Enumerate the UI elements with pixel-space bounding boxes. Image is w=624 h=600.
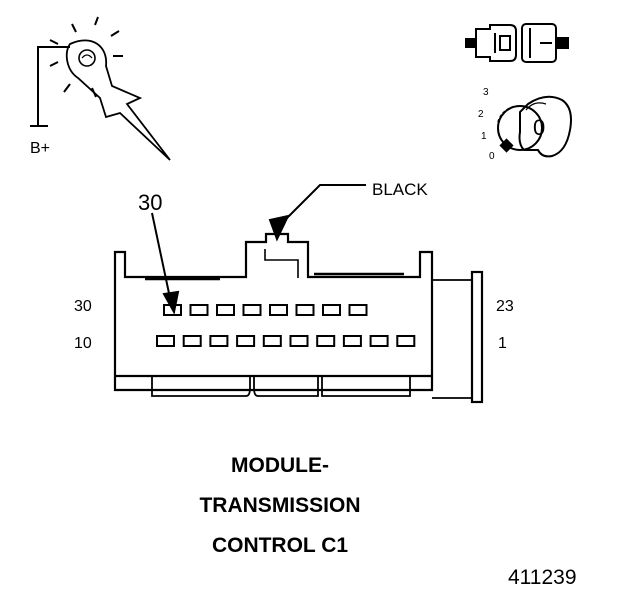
glow-ray [94,16,99,26]
glow-ray [49,39,59,45]
pin-cavity [242,304,262,316]
pin-cavity [269,304,288,316]
pin-cavity [236,335,256,347]
ignition-position-1: 1 [481,131,487,142]
pin-cavity [316,335,336,347]
glow-ray [110,30,120,37]
ignition-position-0: 0 [489,151,495,162]
black-callout-leader [282,184,366,223]
pin-cavity [342,335,362,347]
test-lamp-icon [30,16,171,161]
pin-cavity [216,304,235,316]
disconnected-connector-icon [465,23,569,63]
pin-cavities [156,304,416,347]
ignition-switch-icon [497,95,572,158]
glow-ray [63,83,71,93]
figure-number: 411239 [508,566,577,589]
ignition-position-2: 2 [478,109,484,120]
lamp-lead-wire [37,46,70,126]
top-row-left-pin-label: 30 [74,298,92,315]
black-callout-arrowhead [268,214,290,242]
pin-cavity [182,335,202,347]
lamp-bulb [78,49,96,67]
pin-cavity [189,304,209,316]
pin30-callout-arrowhead [162,290,180,315]
ignition-pointer [499,138,514,153]
bottom-row-right-pin-label: 1 [498,335,507,352]
pin30-callout-label: 30 [138,190,163,215]
color-callout-label: BLACK [372,180,428,199]
pin-cavity [322,304,341,316]
glow-ray [71,23,77,33]
pin-cavity [163,304,182,316]
pin-cavity [262,335,282,347]
pin-cavity [209,335,229,347]
title-line-1: MODULE- [231,454,329,477]
callout-leaders [151,184,366,315]
lamp-body [65,39,171,161]
pin-cavity [156,335,175,347]
top-row-right-pin-label: 23 [496,298,514,315]
glow-ray [91,87,97,98]
key-label: 0 [533,115,546,140]
b-plus-label: B+ [30,140,51,157]
title-line-3: CONTROL C1 [211,534,349,557]
ignition-position-3: 3 [483,87,489,98]
pin30-callout-leader [151,212,171,299]
pin-cavity [348,304,368,316]
connector-body [113,232,484,404]
pin-cavity [396,335,416,347]
pin-cavity [289,335,309,347]
bottom-row-left-pin-label: 10 [74,335,92,352]
pin-cavity [369,335,389,347]
pin-cavity [295,304,315,316]
glow-ray [49,61,59,67]
title-line-2: TRANSMISSION [199,494,361,517]
